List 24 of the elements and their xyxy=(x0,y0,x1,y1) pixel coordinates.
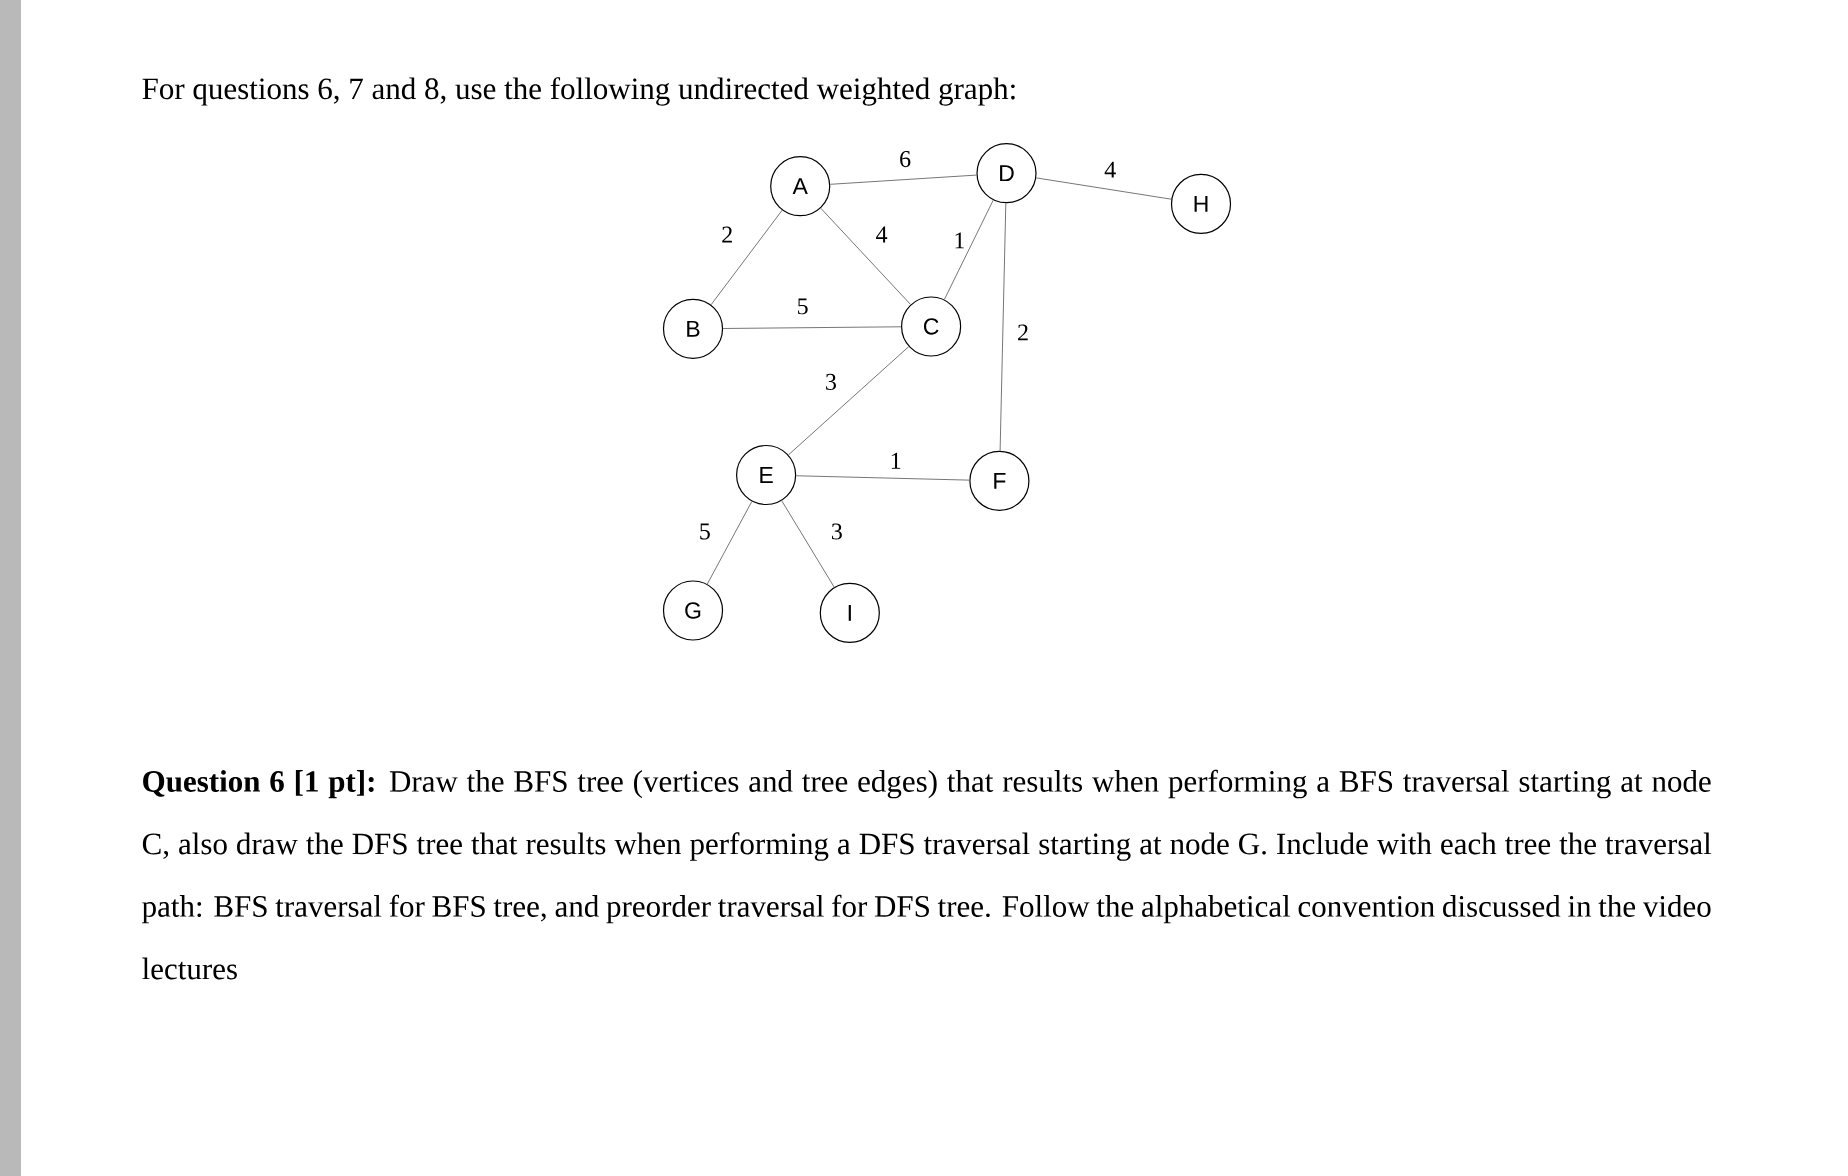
edge-line xyxy=(788,346,910,456)
edge-line xyxy=(999,202,1007,452)
edge-line xyxy=(820,207,912,305)
question-text: Question 6 [1 pt]: Draw the BFS tree (vertices and tree edges) that results when performing a BFS traversal starting at node C, also draw the DFS tree that results when performing a DFS traversal starting at node G. Include with each tree the traversal path: BFS traversal for BFS tree, and preorder traversal for DFS tree. Follow the alphabetical convention discussed in the video lectures xyxy=(142,769,1712,980)
heading: For questions 6, 7 and 8, use the following undirected weighted graph: xyxy=(142,77,1015,106)
edge-weight: 2 xyxy=(722,226,732,243)
edge-line xyxy=(710,209,783,306)
edge-line xyxy=(781,500,835,588)
edge-weight: 1 xyxy=(891,452,901,469)
edge-line xyxy=(706,501,753,585)
edge-weight: 3 xyxy=(826,373,836,390)
edge-weight: 6 xyxy=(900,151,911,168)
edge-line xyxy=(829,174,977,185)
edge-line xyxy=(722,326,902,329)
edge-weight: 3 xyxy=(831,523,842,540)
edge-line xyxy=(1035,177,1172,200)
edge-line xyxy=(795,475,970,481)
edge-weight: 5 xyxy=(700,523,710,540)
edge-weight: 5 xyxy=(798,298,808,315)
edge-line xyxy=(943,199,994,300)
edge-weight: 2 xyxy=(1018,324,1028,341)
edge-weight: 1 xyxy=(955,232,964,249)
edge-weight: 4 xyxy=(1104,161,1116,178)
edge-weight: 4 xyxy=(876,226,888,243)
